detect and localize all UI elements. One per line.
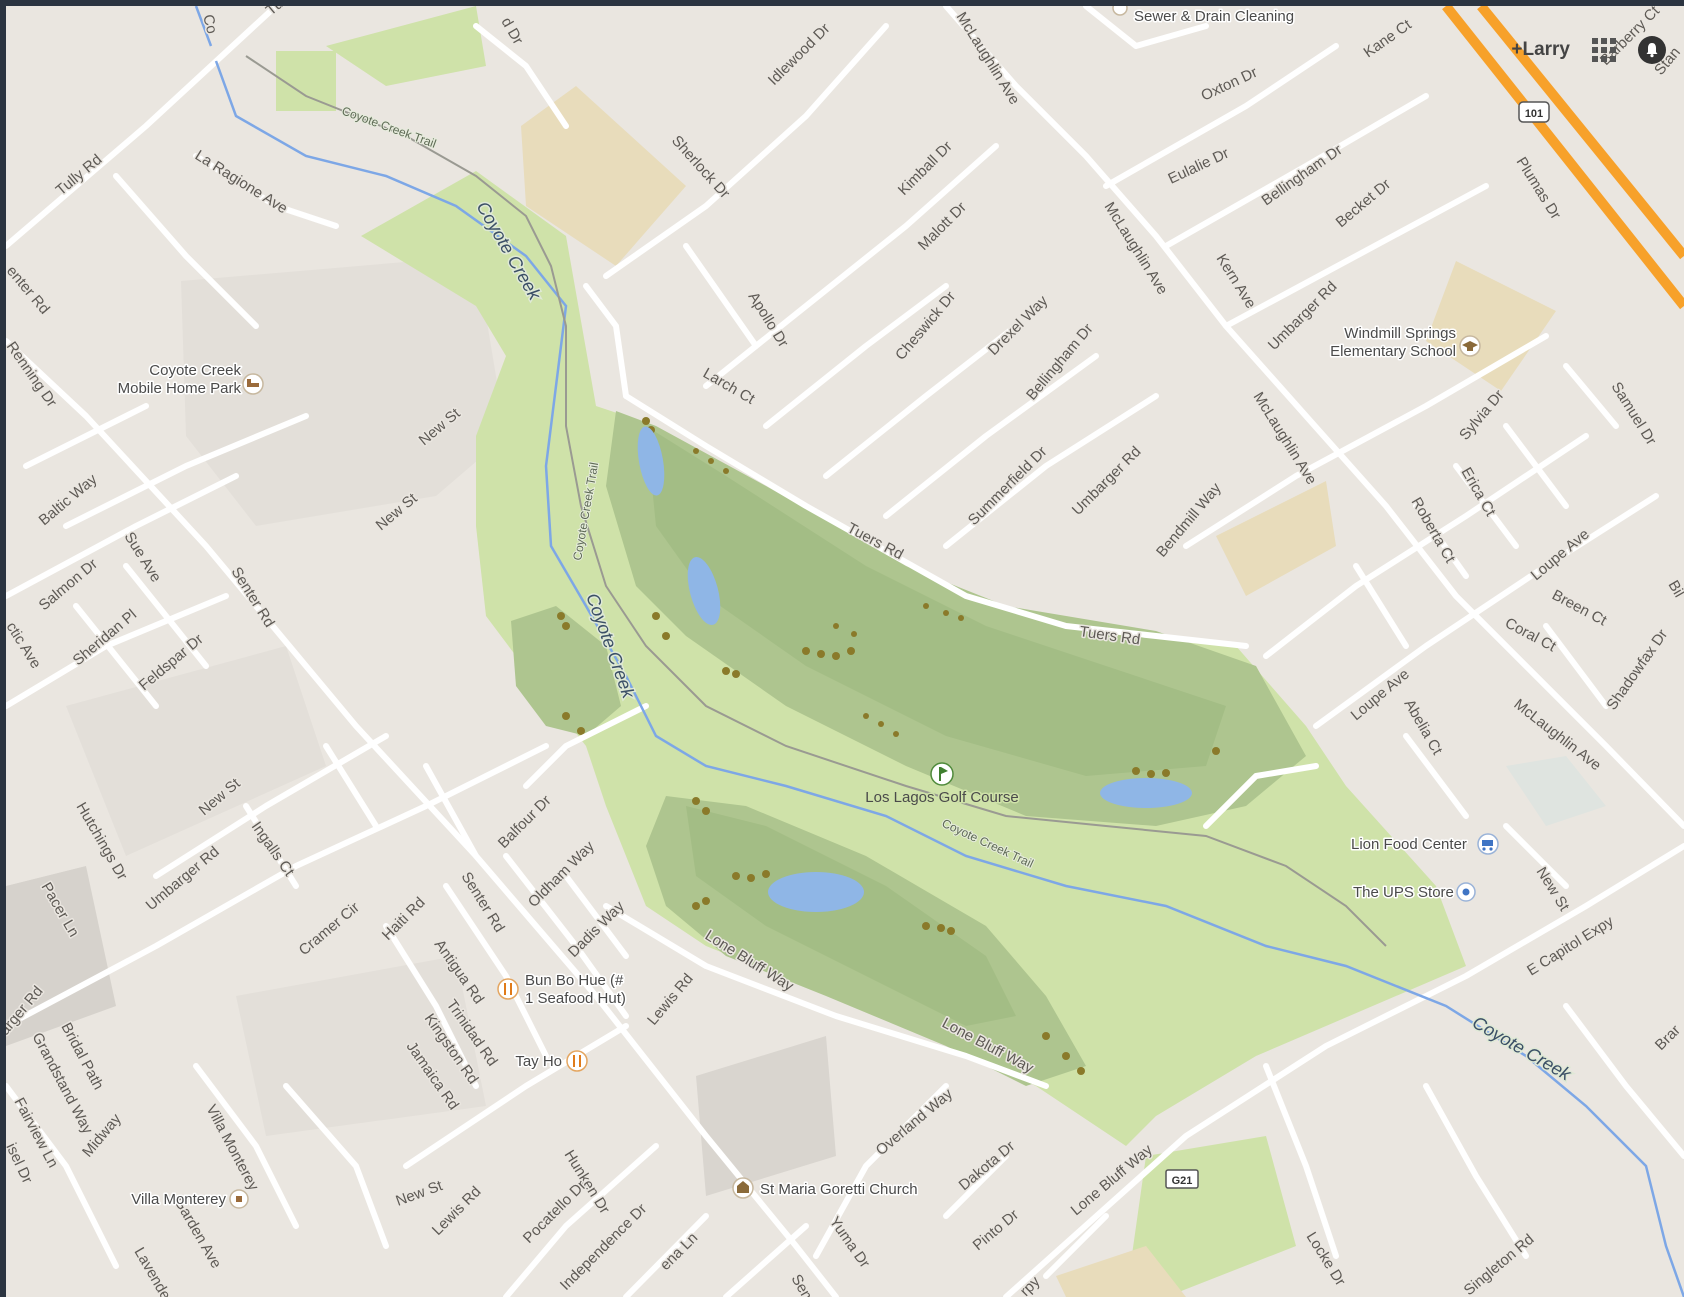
poi-st-maria-goretti-church[interactable]: St Maria Goretti Church	[732, 1177, 919, 1200]
street-network	[6, 6, 1684, 1297]
svg-text:Elementary School: Elementary School	[1330, 343, 1456, 360]
notifications-bell-icon[interactable]	[1638, 36, 1666, 64]
poi-bun-bo-hue[interactable]: Bun Bo Hue (# 1 Seafood Hut)	[497, 971, 627, 1009]
svg-text:G21: G21	[1172, 1175, 1193, 1187]
svg-text:Los Lagos Golf Course: Los Lagos Golf Course	[865, 789, 1018, 806]
bed-icon	[247, 379, 259, 387]
store-icon	[1462, 888, 1470, 896]
coyote-creek-waterway	[194, 6, 1684, 1297]
poi-coyote-creek-mobile-home-park[interactable]: Coyote Creek Mobile Home Park	[116, 361, 264, 399]
svg-text:Bun Bo Hue (#: Bun Bo Hue (#	[525, 972, 624, 989]
map-viewport[interactable]: 101 G21 Coyote Creek Coyote Creek Coyote…	[6, 6, 1684, 1297]
lakes	[637, 426, 1192, 912]
poi-lion-food-center[interactable]: Lion Food Center	[1350, 833, 1499, 855]
poi-tay-ho[interactable]: Tay Ho	[514, 1050, 588, 1072]
map-canvas[interactable]: 101 G21 Coyote Creek Coyote Creek Coyote…	[6, 6, 1684, 1297]
svg-text:Coyote Creek: Coyote Creek	[149, 362, 241, 379]
golf-fairways	[511, 411, 1306, 1086]
svg-text:Sewer & Drain Cleaning: Sewer & Drain Cleaning	[1134, 8, 1294, 25]
svg-text:Lion Food Center: Lion Food Center	[1351, 836, 1467, 853]
user-profile-link[interactable]: +Larry	[1511, 39, 1570, 60]
poi-the-ups-store[interactable]: The UPS Store	[1352, 882, 1476, 903]
svg-text:The UPS Store: The UPS Store	[1353, 884, 1454, 901]
commercial-lots	[6, 256, 836, 1196]
svg-text:1 Seafood Hut): 1 Seafood Hut)	[525, 990, 626, 1007]
bell-icon	[1646, 43, 1658, 58]
fork-knife-icon	[504, 983, 512, 995]
golf-flag-icon	[939, 767, 948, 781]
svg-text:Tay Ho: Tay Ho	[515, 1053, 562, 1070]
sand-areas	[521, 86, 1556, 1297]
poi-villa-monterey[interactable]: Villa Monterey	[130, 1189, 249, 1210]
svg-text:101: 101	[1525, 108, 1543, 120]
us101-shield: 101	[1518, 101, 1550, 123]
fork-knife-icon	[573, 1055, 581, 1067]
coyote-creek-trail	[245, 55, 1387, 947]
g21-shield: G21	[1165, 1169, 1199, 1189]
church-icon	[737, 1181, 749, 1193]
building-icon	[236, 1196, 242, 1202]
poi-windmill-springs-elementary[interactable]: Windmill Springs Elementary School	[1329, 324, 1481, 362]
svg-text:Villa Monterey: Villa Monterey	[131, 1191, 226, 1208]
poi-los-lagos-golf-course[interactable]: Los Lagos Golf Course	[864, 762, 1020, 808]
svg-text:St Maria Goretti Church: St Maria Goretti Church	[760, 1181, 918, 1198]
cart-icon	[1482, 840, 1493, 851]
account-bar: +Larry	[1511, 36, 1666, 64]
highway-us101	[1442, 6, 1684, 310]
poi-sewer-drain-cleaning[interactable]: Sewer & Drain Cleaning	[1112, 6, 1296, 27]
svg-text:Windmill Springs: Windmill Springs	[1344, 325, 1456, 342]
graduation-cap-icon	[1462, 341, 1478, 351]
svg-text:Mobile Home Park: Mobile Home Park	[118, 380, 242, 397]
apps-grid-icon[interactable]	[1592, 38, 1616, 62]
